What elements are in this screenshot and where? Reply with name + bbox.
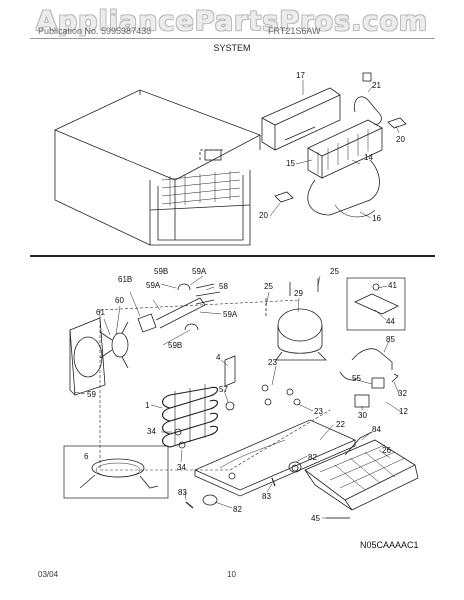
evaporator-cover — [261, 87, 341, 151]
callout-85: 85 — [386, 335, 395, 344]
leveling-foot — [228, 472, 236, 480]
drain-tube — [344, 431, 373, 456]
callout-82-bottom: 82 — [233, 505, 242, 514]
condenser-fan-motor — [99, 297, 206, 369]
vent-opening — [204, 149, 222, 161]
figure-code: N05CAAAAC1 — [360, 540, 419, 550]
callout-17: 17 — [296, 71, 305, 80]
compressor-grommet — [293, 398, 301, 406]
thermostat-block — [387, 117, 407, 129]
callout-44: 44 — [386, 317, 395, 326]
callout-83-middle: 83 — [262, 492, 271, 501]
grommet-arrows — [195, 283, 221, 305]
evaporator-coil — [307, 119, 383, 179]
page-number: 10 — [227, 570, 236, 579]
callout-45: 45 — [311, 514, 320, 523]
cord-leads — [79, 474, 159, 489]
model-number: FRT21S6AW — [268, 26, 321, 36]
callout-59a-left: 59A — [146, 281, 161, 290]
callout-58: 58 — [219, 282, 228, 291]
callout-84: 84 — [372, 425, 381, 434]
wiring-inset-box — [63, 445, 169, 499]
callout-59: 59 — [87, 390, 96, 399]
clip-block — [274, 191, 294, 203]
callout-60: 60 — [115, 296, 124, 305]
callout-1: 1 — [145, 401, 150, 410]
callout-57: 57 — [219, 385, 228, 394]
assembly-outline — [99, 299, 331, 471]
header-rule — [30, 38, 435, 39]
callout-61b: 61B — [118, 275, 132, 284]
condenser-coil — [161, 384, 219, 448]
callout-6: 6 — [84, 452, 89, 461]
screw — [271, 477, 276, 487]
callout-23-right: 23 — [314, 407, 323, 416]
callout-59a-top: 59A — [192, 267, 207, 276]
callout-59b-bottom: 59B — [168, 341, 182, 350]
drain-pan — [304, 439, 419, 511]
callout-leaders — [73, 80, 402, 519]
roller — [202, 494, 218, 506]
motor-bracket-lower — [184, 323, 199, 331]
overload-protector — [371, 377, 385, 389]
discharge-tube — [351, 348, 393, 370]
relay-screw — [372, 283, 380, 291]
callout-4: 4 — [216, 353, 221, 362]
relay-overload — [354, 394, 370, 408]
callout-61: 61 — [96, 308, 105, 317]
section-divider — [30, 255, 435, 257]
motor-bracket — [177, 283, 191, 291]
compressor-grommet — [261, 384, 269, 392]
callout-22: 22 — [336, 420, 345, 429]
grommet-small — [174, 428, 182, 436]
callout-34-bottom: 34 — [177, 463, 186, 472]
callout-23-top: 23 — [268, 358, 277, 367]
callout-83-left: 83 — [178, 488, 187, 497]
callout-25-left: 25 — [264, 282, 273, 291]
callout-26: 26 — [382, 446, 391, 455]
footer-date: 03/04 — [38, 570, 59, 579]
callout-15: 15 — [286, 159, 295, 168]
fitting — [362, 72, 372, 82]
callout-41: 41 — [388, 281, 397, 290]
callout-20-top: 20 — [396, 135, 405, 144]
callout-32: 32 — [398, 389, 407, 398]
suction-tube — [339, 371, 359, 381]
cabinet-outline — [54, 89, 261, 246]
callout-30: 30 — [358, 411, 367, 420]
callout-34-left: 34 — [147, 427, 156, 436]
grommet-small — [178, 441, 186, 449]
capillary-tube — [353, 96, 382, 125]
callout-25-right: 25 — [330, 267, 339, 276]
compressor — [275, 308, 327, 361]
screw — [185, 501, 194, 509]
callout-16: 16 — [372, 214, 381, 223]
callout-59a-right: 59A — [223, 310, 238, 319]
divider-plate — [224, 355, 236, 387]
roller — [288, 461, 302, 473]
wire-clip — [391, 373, 399, 383]
compressor-grommet — [264, 398, 272, 406]
callout-59b-top: 59B — [154, 267, 168, 276]
grommet — [225, 401, 235, 411]
drain-trough — [334, 204, 376, 218]
defrost-heater — [307, 159, 380, 216]
leveling-foot — [291, 464, 299, 472]
callout-20-bottom: 20 — [259, 211, 268, 220]
freezer-shelf-grid — [161, 171, 241, 206]
watermark-logo: AppliancePartsPros.com — [35, 6, 429, 37]
power-cord-loop — [95, 462, 141, 478]
callout-12: 12 — [399, 407, 408, 416]
relay-bracket — [354, 293, 399, 315]
publication-number: Publication No. 5995387438 — [38, 26, 152, 36]
callout-82-right: 82 — [308, 453, 317, 462]
compressor-grommet — [286, 388, 294, 396]
callout-29: 29 — [294, 289, 303, 298]
relay-inset-box — [346, 277, 406, 331]
page-title: SYSTEM — [213, 43, 251, 53]
callout-55: 55 — [352, 374, 361, 383]
callout-14: 14 — [364, 153, 373, 162]
callout-21: 21 — [372, 81, 381, 90]
